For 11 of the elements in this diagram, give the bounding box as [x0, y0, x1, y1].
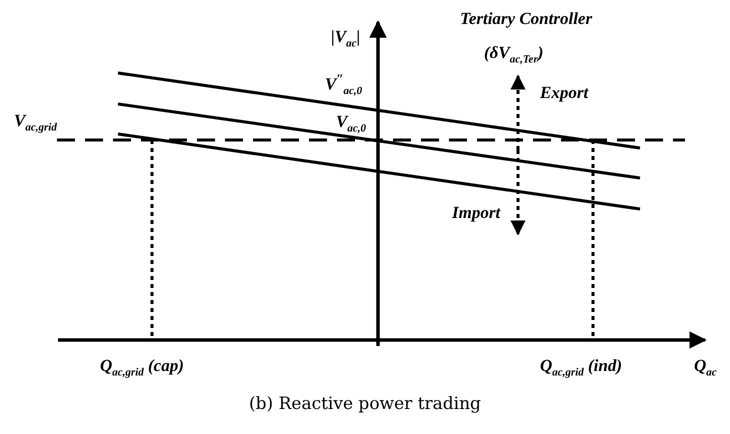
voltage-label: V$_{ac,grid}$ [14, 112, 57, 134]
axis-label: |V$_{ac}$| [331, 28, 360, 50]
direction-label: Export [540, 84, 588, 103]
caption: (b) Reactive power trading [248, 394, 482, 414]
direction-label: Import [452, 204, 500, 223]
controller-label: (δV$_{ac,Ter}$) [484, 44, 544, 66]
voltage-label: V$_{ac,0}$ [336, 113, 366, 134]
controller-label: Tertiary Controller [460, 10, 592, 29]
axis-label: Q$_{ac}$ [694, 357, 717, 378]
axis-tick-label: Q$_{ac,grid}$ (ind) [540, 357, 622, 378]
axis-tick-label: Q$_{ac,grid}$ (cap) [100, 357, 184, 378]
